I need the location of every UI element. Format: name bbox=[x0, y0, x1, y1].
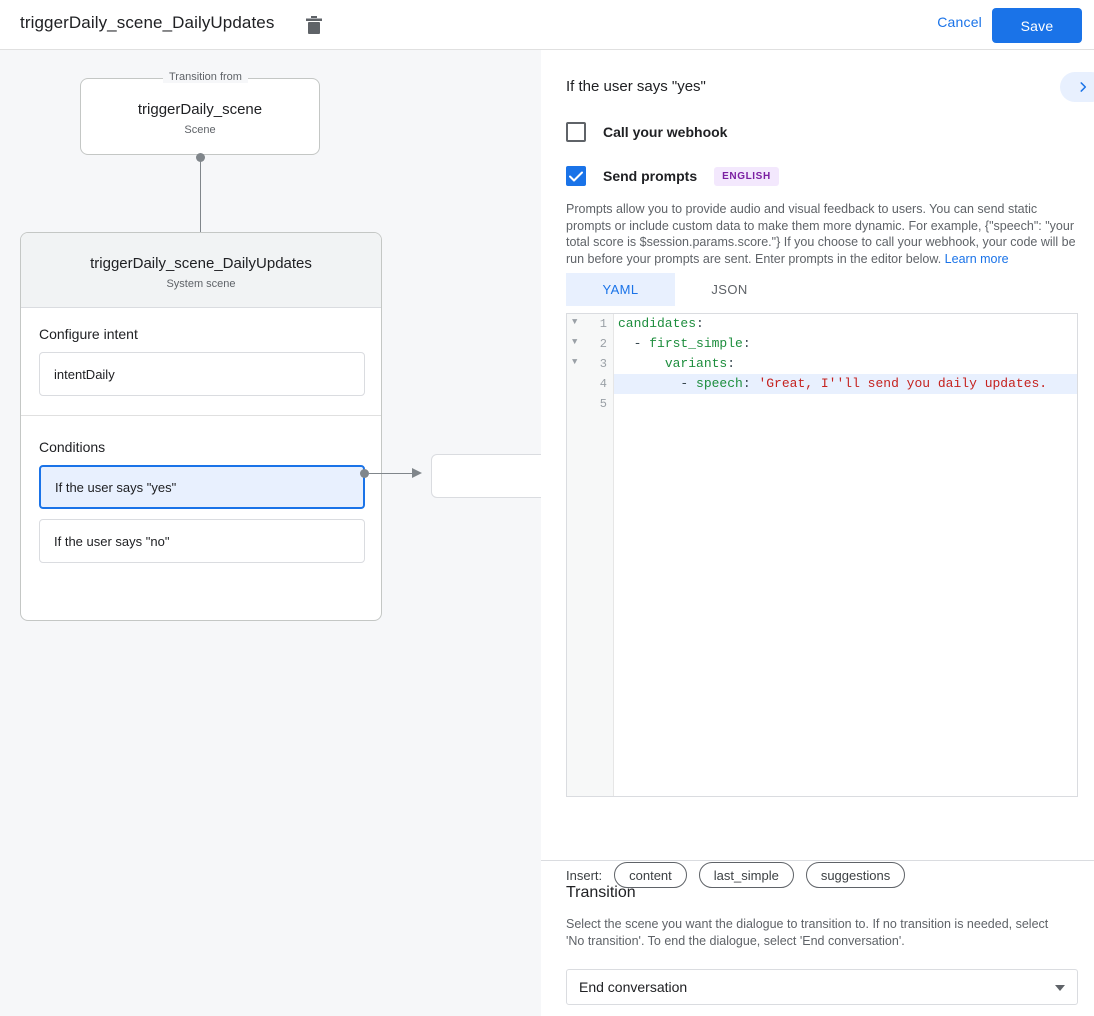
send-prompts-row[interactable]: Send prompts ENGLISH bbox=[566, 166, 779, 186]
node-transition-to-title: triggerDaily_scene_DailyUpdates bbox=[90, 255, 312, 272]
editor-code-area[interactable]: candidates: - first_simple: variants: - … bbox=[614, 314, 1077, 796]
call-webhook-row[interactable]: Call your webhook bbox=[566, 122, 727, 142]
code-dash: - bbox=[680, 376, 697, 391]
panel-title: If the user says "yes" bbox=[566, 78, 706, 95]
code-key: candidates bbox=[618, 316, 697, 331]
insert-row: Insert: content last_simple suggestions bbox=[566, 862, 906, 888]
line-number: 5 bbox=[599, 397, 607, 411]
condition-card-yes[interactable]: If the user says "yes" bbox=[39, 465, 365, 509]
line-number: 3 bbox=[599, 357, 607, 371]
code-indent bbox=[618, 336, 634, 351]
code-key: variants bbox=[664, 356, 728, 371]
node-transition-to[interactable]: Transition to triggerDaily_scene_DailyUp… bbox=[20, 232, 382, 621]
connector-dot-horizontal bbox=[360, 469, 369, 478]
connector-arrow-right-icon bbox=[412, 468, 422, 478]
node-transition-from-title: triggerDaily_scene bbox=[137, 101, 263, 118]
code-colon: : bbox=[727, 356, 736, 371]
fold-arrow-icon[interactable]: ▼ bbox=[572, 357, 578, 367]
code-key: first_simple bbox=[649, 336, 743, 351]
collapse-panel-button[interactable] bbox=[1060, 72, 1094, 102]
code-line-selected: - speech: 'Great, I''ll send you daily u… bbox=[614, 374, 1077, 394]
connector-line-horizontal bbox=[369, 473, 413, 474]
call-webhook-checkbox[interactable] bbox=[566, 122, 586, 142]
insert-label: Insert: bbox=[566, 867, 603, 883]
node-transition-from[interactable]: Transition from triggerDaily_scene Scene bbox=[80, 71, 320, 155]
insert-chip-last-simple[interactable]: last_simple bbox=[698, 862, 794, 888]
node-transition-to-header: triggerDaily_scene_DailyUpdates System s… bbox=[21, 233, 381, 308]
line-number: 1 bbox=[599, 317, 607, 331]
language-badge: ENGLISH bbox=[714, 166, 779, 186]
gutter-row: 4 bbox=[567, 374, 613, 394]
code-line bbox=[614, 394, 1077, 414]
code-dash: - bbox=[633, 336, 650, 351]
transition-select-value: End conversation bbox=[579, 979, 688, 995]
chevron-right-icon bbox=[1080, 82, 1087, 92]
gutter-row: ▼1 bbox=[567, 314, 613, 334]
code-key: speech bbox=[696, 376, 743, 391]
send-prompts-checkbox[interactable] bbox=[566, 166, 586, 186]
tab-json[interactable]: JSON bbox=[711, 282, 748, 297]
intent-field[interactable]: intentDaily bbox=[39, 352, 365, 396]
transition-select[interactable]: End conversation bbox=[566, 969, 1078, 1005]
checkmark-icon bbox=[569, 171, 583, 181]
panel-divider bbox=[541, 860, 1094, 861]
gutter-row: 5 bbox=[567, 394, 613, 414]
page-title: triggerDaily_scene_DailyUpdates bbox=[20, 13, 275, 32]
code-indent bbox=[618, 376, 680, 391]
code-line: candidates: bbox=[614, 314, 1077, 334]
code-line: variants: bbox=[614, 354, 1077, 374]
learn-more-link[interactable]: Learn more bbox=[944, 251, 1009, 266]
chevron-down-icon bbox=[1055, 985, 1065, 991]
code-colon: : bbox=[742, 376, 759, 391]
code-indent bbox=[618, 356, 665, 371]
scene-graph-canvas[interactable]: Transition from triggerDaily_scene Scene… bbox=[0, 50, 541, 1016]
condition-detail-panel: If the user says "yes" Call your webhook… bbox=[541, 50, 1094, 1016]
configure-intent-heading: Configure intent bbox=[39, 326, 138, 342]
node-transition-to-subtitle: System scene bbox=[166, 278, 236, 290]
conditions-section: Conditions If the user says "yes" If the… bbox=[21, 416, 381, 620]
fold-arrow-icon[interactable]: ▼ bbox=[572, 337, 578, 347]
trash-icon bbox=[306, 16, 322, 34]
conditions-heading: Conditions bbox=[39, 439, 106, 455]
send-prompts-description-text: Prompts allow you to provide audio and v… bbox=[566, 202, 1076, 266]
tab-yaml[interactable]: YAML bbox=[566, 273, 675, 306]
code-colon: : bbox=[696, 316, 704, 331]
code-line: - first_simple: bbox=[614, 334, 1077, 354]
code-value: 'Great, I''ll send you daily updates. bbox=[758, 376, 1048, 391]
connector-line-vertical bbox=[200, 155, 201, 258]
prompt-code-editor[interactable]: ▼1 ▼2 ▼3 4 5 candidates: - first_simple:… bbox=[566, 313, 1078, 797]
send-prompts-description: Prompts allow you to provide audio and v… bbox=[566, 201, 1078, 267]
editor-gutter: ▼1 ▼2 ▼3 4 5 bbox=[567, 314, 614, 796]
format-tabs: YAML JSON bbox=[566, 273, 784, 306]
node-transition-from-legend: Transition from bbox=[163, 71, 248, 83]
send-prompts-label: Send prompts bbox=[603, 168, 698, 184]
transition-description: Select the scene you want the dialogue t… bbox=[566, 917, 1049, 948]
insert-chip-content[interactable]: content bbox=[614, 862, 687, 888]
gutter-row: ▼2 bbox=[567, 334, 613, 354]
node-target-partial[interactable] bbox=[431, 454, 541, 498]
code-colon: : bbox=[742, 336, 751, 351]
node-transition-from-subtitle: Scene bbox=[184, 124, 216, 136]
condition-card-no[interactable]: If the user says "no" bbox=[39, 519, 365, 563]
save-button[interactable]: Save bbox=[992, 8, 1082, 43]
line-number: 2 bbox=[599, 337, 607, 351]
fold-arrow-icon[interactable]: ▼ bbox=[572, 317, 578, 327]
cancel-button[interactable]: Cancel bbox=[937, 14, 982, 30]
top-bar: triggerDaily_scene_DailyUpdates Cancel S… bbox=[0, 0, 1094, 50]
call-webhook-label: Call your webhook bbox=[603, 124, 728, 140]
insert-chip-suggestions[interactable]: suggestions bbox=[805, 862, 906, 888]
configure-intent-section: Configure intent intentDaily bbox=[21, 308, 381, 416]
gutter-row: ▼3 bbox=[567, 354, 613, 374]
transition-heading: Transition bbox=[566, 884, 636, 901]
delete-button[interactable] bbox=[303, 14, 325, 36]
line-number: 4 bbox=[599, 377, 607, 391]
